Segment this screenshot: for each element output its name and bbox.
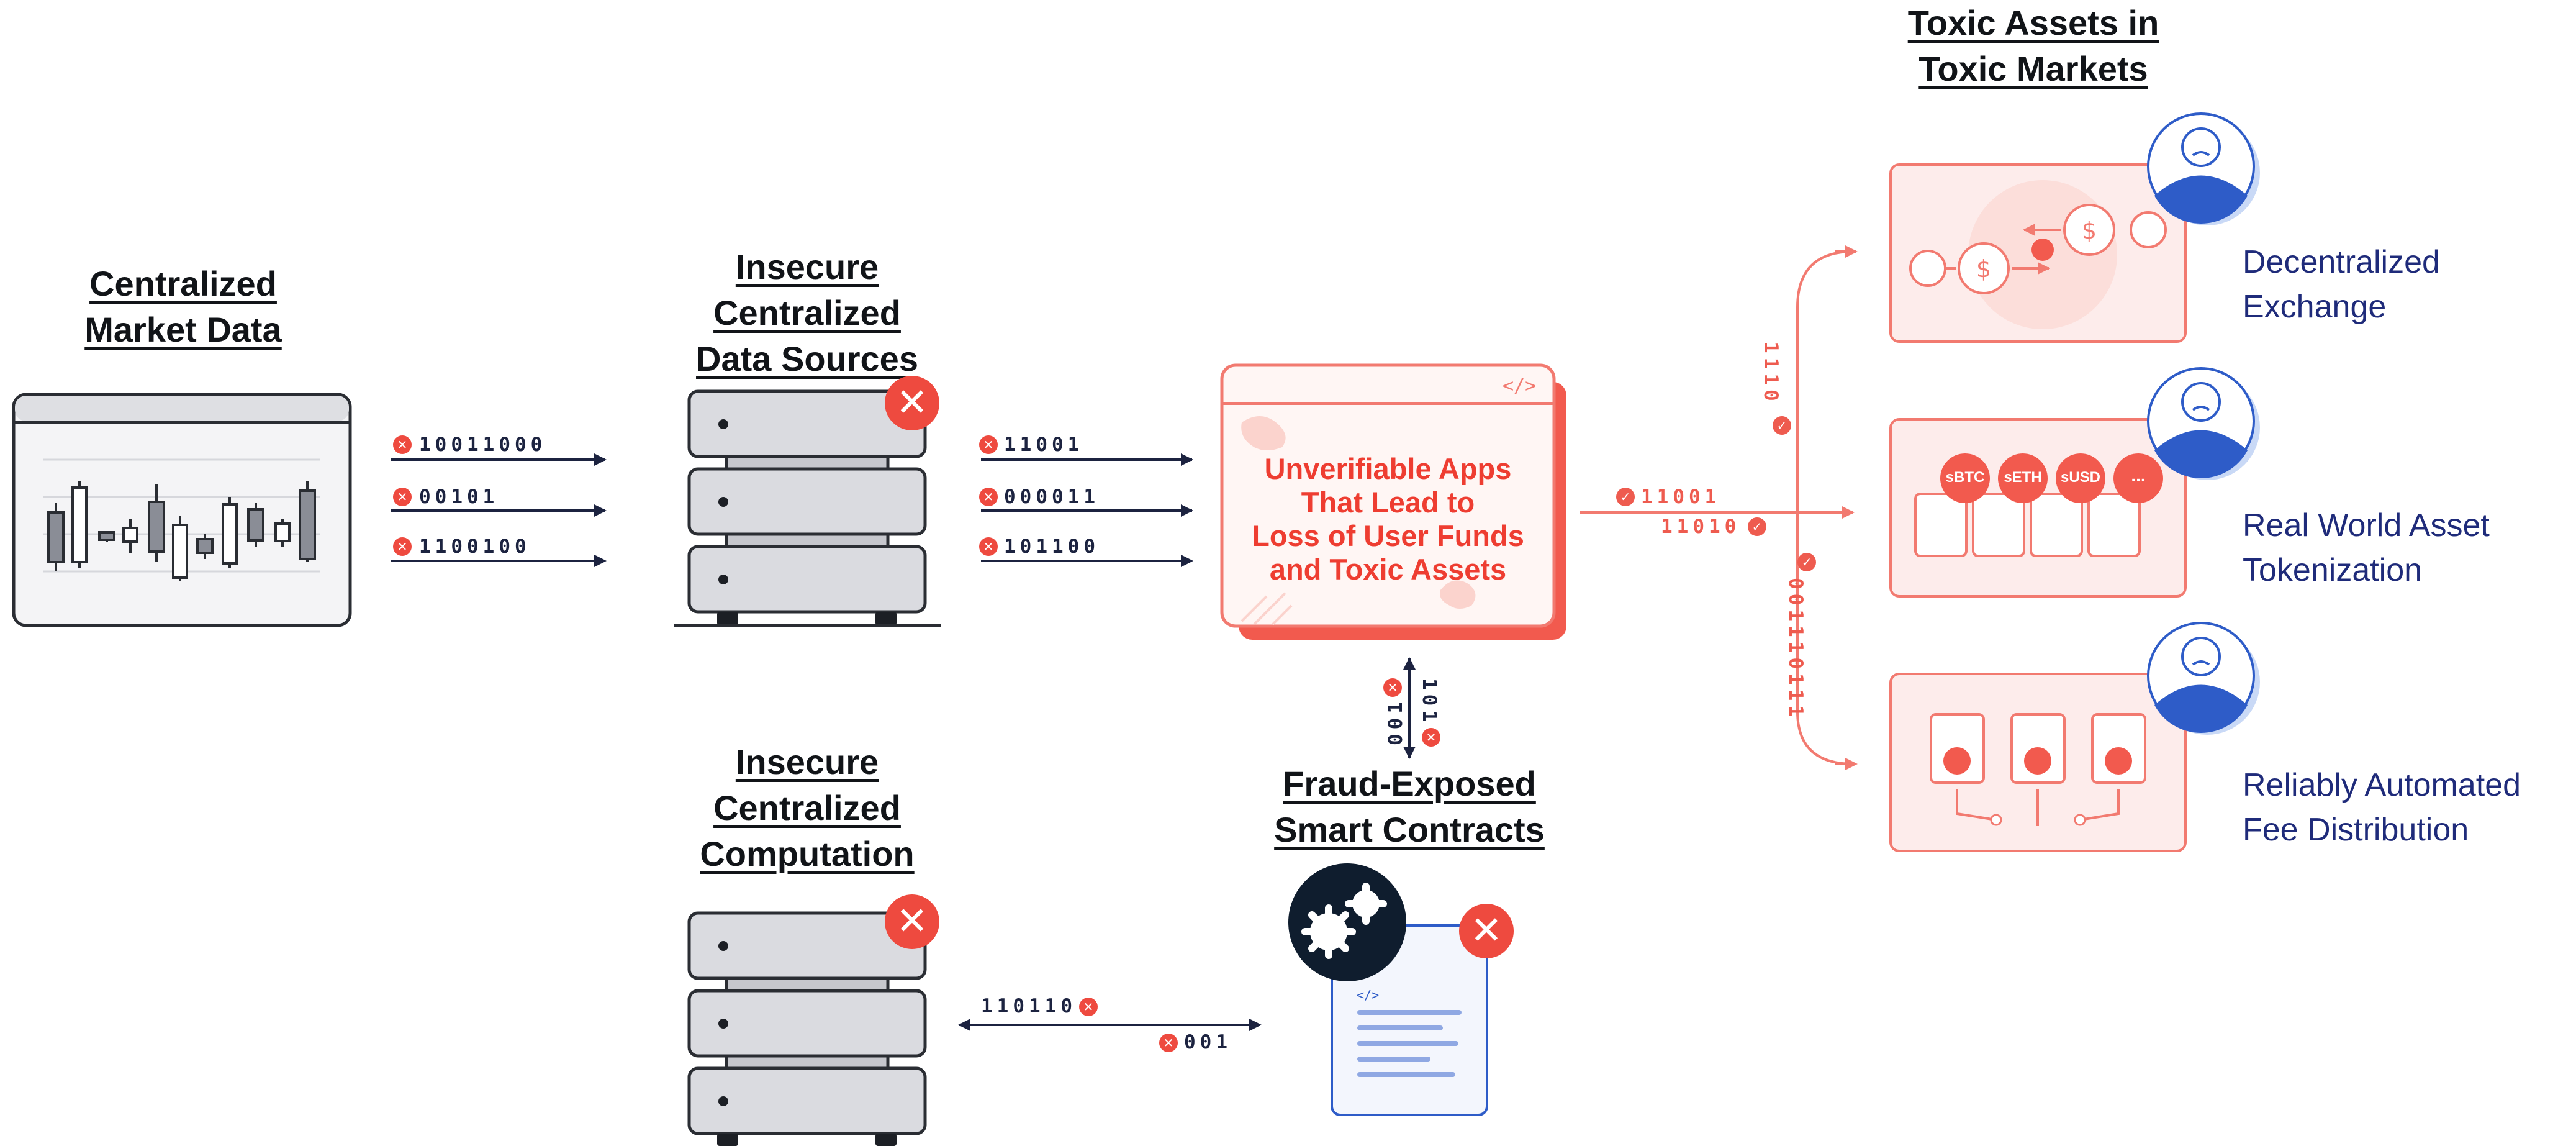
token-label-seth: sETH [2004, 469, 2042, 486]
computation-server [687, 911, 927, 1146]
svg-text:$: $ [2082, 217, 2097, 244]
heading-line: Centralized [713, 293, 901, 332]
token-label-more: ... [2131, 466, 2146, 485]
use-case-line: Fee Distribution [2243, 812, 2469, 848]
doc-code-tag: </> [1357, 988, 1380, 1003]
data-sources-server [674, 389, 941, 627]
error-x-icon: ✕ [1159, 1034, 1178, 1052]
error-x-icon: ✕ [1459, 904, 1514, 958]
bit-stream: 11001 [1004, 434, 1084, 456]
error-x-icon: ✕ [979, 488, 998, 506]
unverifiable-app-window [1220, 363, 1566, 640]
app-caption-line: Unverifiable Apps [1264, 452, 1512, 485]
bit-stream: 1100100 [419, 535, 531, 558]
market-panel-tokenization [1889, 418, 2187, 598]
error-x-icon: ✕ [1422, 728, 1440, 747]
bit-stream: 101100 [1004, 535, 1100, 558]
app-caption-line: and Toxic Assets [1269, 553, 1507, 586]
check-icon: ✓ [1773, 416, 1791, 435]
use-case-tokenization: Real World Asset Tokenization [2243, 503, 2490, 593]
bit-stream: 001110111 [1784, 578, 1807, 721]
bit-stream: 00101 [419, 486, 499, 508]
heading-market-data: Centralized Market Data [75, 261, 292, 353]
token-label-sbtc: sBTC [1945, 469, 1985, 486]
bit-stream: 11001 [1641, 486, 1721, 508]
use-case-line: Real World Asset [2243, 507, 2490, 543]
check-icon: ✓ [1748, 517, 1766, 536]
bit-stream: 110110 [981, 995, 1077, 1017]
heading-computation: Insecure Centralized Computation [689, 739, 925, 877]
error-x-icon: ✕ [885, 376, 939, 430]
app-caption: Unverifiable Apps That Lead to Loss of U… [1222, 452, 1554, 586]
arrows-market-to-sources [391, 453, 607, 567]
app-caption-line: That Lead to [1301, 486, 1475, 519]
check-icon: ✓ [1797, 553, 1816, 571]
heading-line: Toxic Assets in [1907, 3, 2159, 42]
heading-smart-contracts: Fraud-Exposed Smart Contracts [1267, 761, 1552, 853]
heading-line: Centralized [713, 788, 901, 827]
svg-text:$: $ [1976, 255, 1991, 283]
use-case-line: Decentralized [2243, 244, 2440, 280]
bit-stream: 000011 [1004, 486, 1100, 508]
use-case-line: Exchange [2243, 289, 2387, 325]
check-icon: ✓ [1616, 488, 1635, 506]
heading-line: Market Data [84, 310, 282, 349]
heading-line: Insecure [735, 742, 879, 781]
market-panel-exchange: $ $ [1889, 163, 2187, 343]
app-code-tag: </> [1503, 375, 1537, 397]
use-case-line: Reliably Automated [2243, 767, 2521, 803]
market-data-chart [12, 393, 352, 627]
user-avatar-icon [2147, 622, 2260, 735]
error-x-icon: ✕ [979, 537, 998, 556]
bit-stream: 1110 [1760, 342, 1782, 406]
heading-line: Fraud-Exposed [1283, 764, 1536, 803]
token-label-susd: sUSD [2060, 469, 2101, 486]
heading-line: Data Sources [696, 339, 918, 378]
heading-line: Toxic Markets [1918, 49, 2148, 88]
use-case-line: Tokenization [2243, 552, 2423, 588]
bit-stream: 11010 [1661, 516, 1741, 538]
error-x-icon: ✕ [1383, 678, 1402, 697]
heading-line: Computation [700, 834, 915, 873]
use-case-exchange: Decentralized Exchange [2243, 240, 2440, 329]
arrows-app-to-markets [1580, 245, 1858, 770]
app-caption-line: Loss of User Funds [1252, 519, 1524, 552]
smart-contract-document [1288, 863, 1488, 1116]
error-x-icon: ✕ [393, 537, 412, 556]
bit-stream: 10011000 [419, 434, 547, 456]
heading-line: Insecure [735, 247, 879, 286]
arrows-sources-to-app [981, 453, 1193, 567]
user-avatar-icon [2147, 367, 2260, 480]
bit-stream: 001 [1184, 1031, 1232, 1053]
heading-toxic-markets: Toxic Assets in Toxic Markets [1891, 0, 2176, 92]
heading-line: Smart Contracts [1274, 810, 1545, 849]
market-panel-fees [1889, 673, 2187, 852]
heading-line: Centralized [89, 264, 277, 303]
error-x-icon: ✕ [393, 435, 412, 454]
bit-stream: 101 [1418, 678, 1440, 726]
user-avatar-icon [2147, 112, 2260, 225]
error-x-icon: ✕ [979, 435, 998, 454]
error-x-icon: ✕ [1079, 998, 1098, 1016]
heading-data-sources: Insecure Centralized Data Sources [689, 244, 925, 382]
error-x-icon: ✕ [885, 894, 939, 949]
error-x-icon: ✕ [393, 488, 412, 506]
bit-stream: 001 [1385, 698, 1407, 745]
use-case-fee-distribution: Reliably Automated Fee Distribution [2243, 763, 2521, 852]
